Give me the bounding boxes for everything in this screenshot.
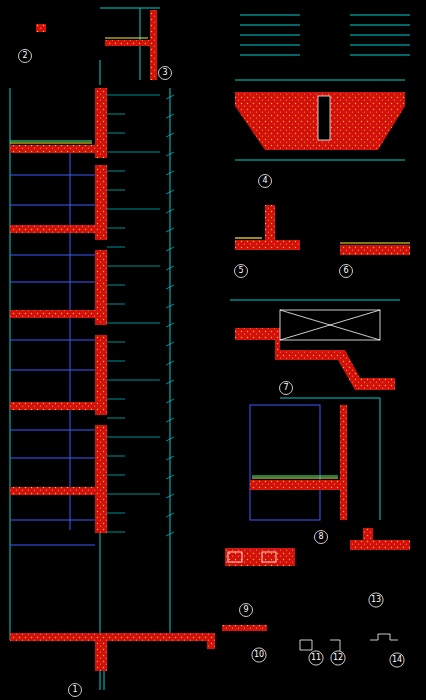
dimension-tick bbox=[166, 323, 174, 327]
dimension-tick bbox=[107, 247, 125, 248]
callout-number: 14 bbox=[392, 656, 402, 664]
dimension-tick bbox=[107, 456, 125, 457]
callout-number: 5 bbox=[238, 267, 243, 275]
dimension-tick bbox=[166, 380, 174, 384]
dimension-tick bbox=[107, 532, 125, 533]
callout-number: 11 bbox=[311, 654, 321, 662]
callout-circle bbox=[259, 175, 272, 188]
dimension-tick bbox=[166, 304, 174, 308]
dimension-tick bbox=[166, 494, 174, 498]
callout-number: 6 bbox=[343, 267, 348, 275]
dimension-tick bbox=[166, 228, 174, 232]
dimension-tick bbox=[166, 266, 174, 270]
dimension-tick bbox=[166, 285, 174, 289]
callout-circle bbox=[331, 651, 345, 665]
dimension-tick bbox=[166, 418, 174, 422]
dimension-tick bbox=[166, 361, 174, 365]
dimension-tick bbox=[166, 209, 174, 213]
dimension-tick bbox=[166, 513, 174, 517]
dimension-tick bbox=[166, 152, 174, 156]
callout-number: 4 bbox=[262, 177, 267, 185]
callout-number: 8 bbox=[318, 533, 323, 541]
callout-circle bbox=[69, 684, 82, 697]
dimension-tick bbox=[166, 247, 174, 251]
dimension-tick bbox=[107, 437, 160, 438]
callout-number: 1 bbox=[72, 686, 77, 694]
callout-circle bbox=[369, 593, 383, 607]
callout-number: 12 bbox=[333, 654, 343, 662]
callout-number: 3 bbox=[162, 69, 167, 77]
callout-number: 9 bbox=[243, 606, 248, 614]
dimension-tick bbox=[107, 266, 160, 267]
dimension-tick bbox=[107, 209, 160, 210]
callout-number: 10 bbox=[254, 651, 264, 659]
dimension-tick bbox=[166, 95, 174, 99]
dimension-tick bbox=[107, 323, 160, 324]
callout-number: 13 bbox=[371, 596, 381, 604]
dimension-tick bbox=[166, 342, 174, 346]
callout-circle bbox=[390, 653, 404, 667]
callout-number: 7 bbox=[283, 384, 288, 392]
dimension-tick bbox=[107, 475, 125, 476]
dimension-tick bbox=[166, 399, 174, 403]
dimension-tick bbox=[107, 380, 160, 381]
dimension-tick bbox=[107, 361, 125, 362]
callout-circle bbox=[240, 604, 253, 617]
callout-number: 2 bbox=[22, 52, 27, 60]
dimension-tick bbox=[107, 95, 160, 96]
dimension-tick bbox=[166, 475, 174, 479]
dimension-tick bbox=[166, 190, 174, 194]
dimension-tick bbox=[107, 304, 125, 305]
dimension-tick bbox=[107, 285, 125, 286]
dimension-tick bbox=[107, 152, 160, 153]
dimension-tick bbox=[107, 418, 125, 419]
callout-circle bbox=[252, 648, 266, 662]
dimension-tick bbox=[107, 171, 125, 172]
dimension-tick bbox=[107, 228, 125, 229]
dimension-tick bbox=[107, 342, 125, 343]
callout-circle bbox=[315, 531, 328, 544]
callout-circle bbox=[235, 265, 248, 278]
dimension-tick bbox=[166, 133, 174, 137]
dimension-tick bbox=[166, 532, 174, 536]
dimension-tick bbox=[166, 456, 174, 460]
dimension-tick bbox=[107, 399, 125, 400]
dimension-tick bbox=[107, 190, 125, 191]
dimension-tick bbox=[107, 494, 160, 495]
dimension-tick bbox=[107, 513, 125, 514]
callout-circle bbox=[280, 382, 293, 395]
callout-circle bbox=[159, 67, 172, 80]
callout-circle bbox=[309, 651, 323, 665]
dimension-tick bbox=[166, 437, 174, 441]
callout-circle bbox=[340, 265, 353, 278]
dimension-tick bbox=[166, 171, 174, 175]
dimension-tick bbox=[166, 114, 174, 118]
dimension-tick bbox=[107, 114, 125, 115]
dimension-tick bbox=[107, 133, 125, 134]
callout-circle bbox=[19, 50, 32, 63]
